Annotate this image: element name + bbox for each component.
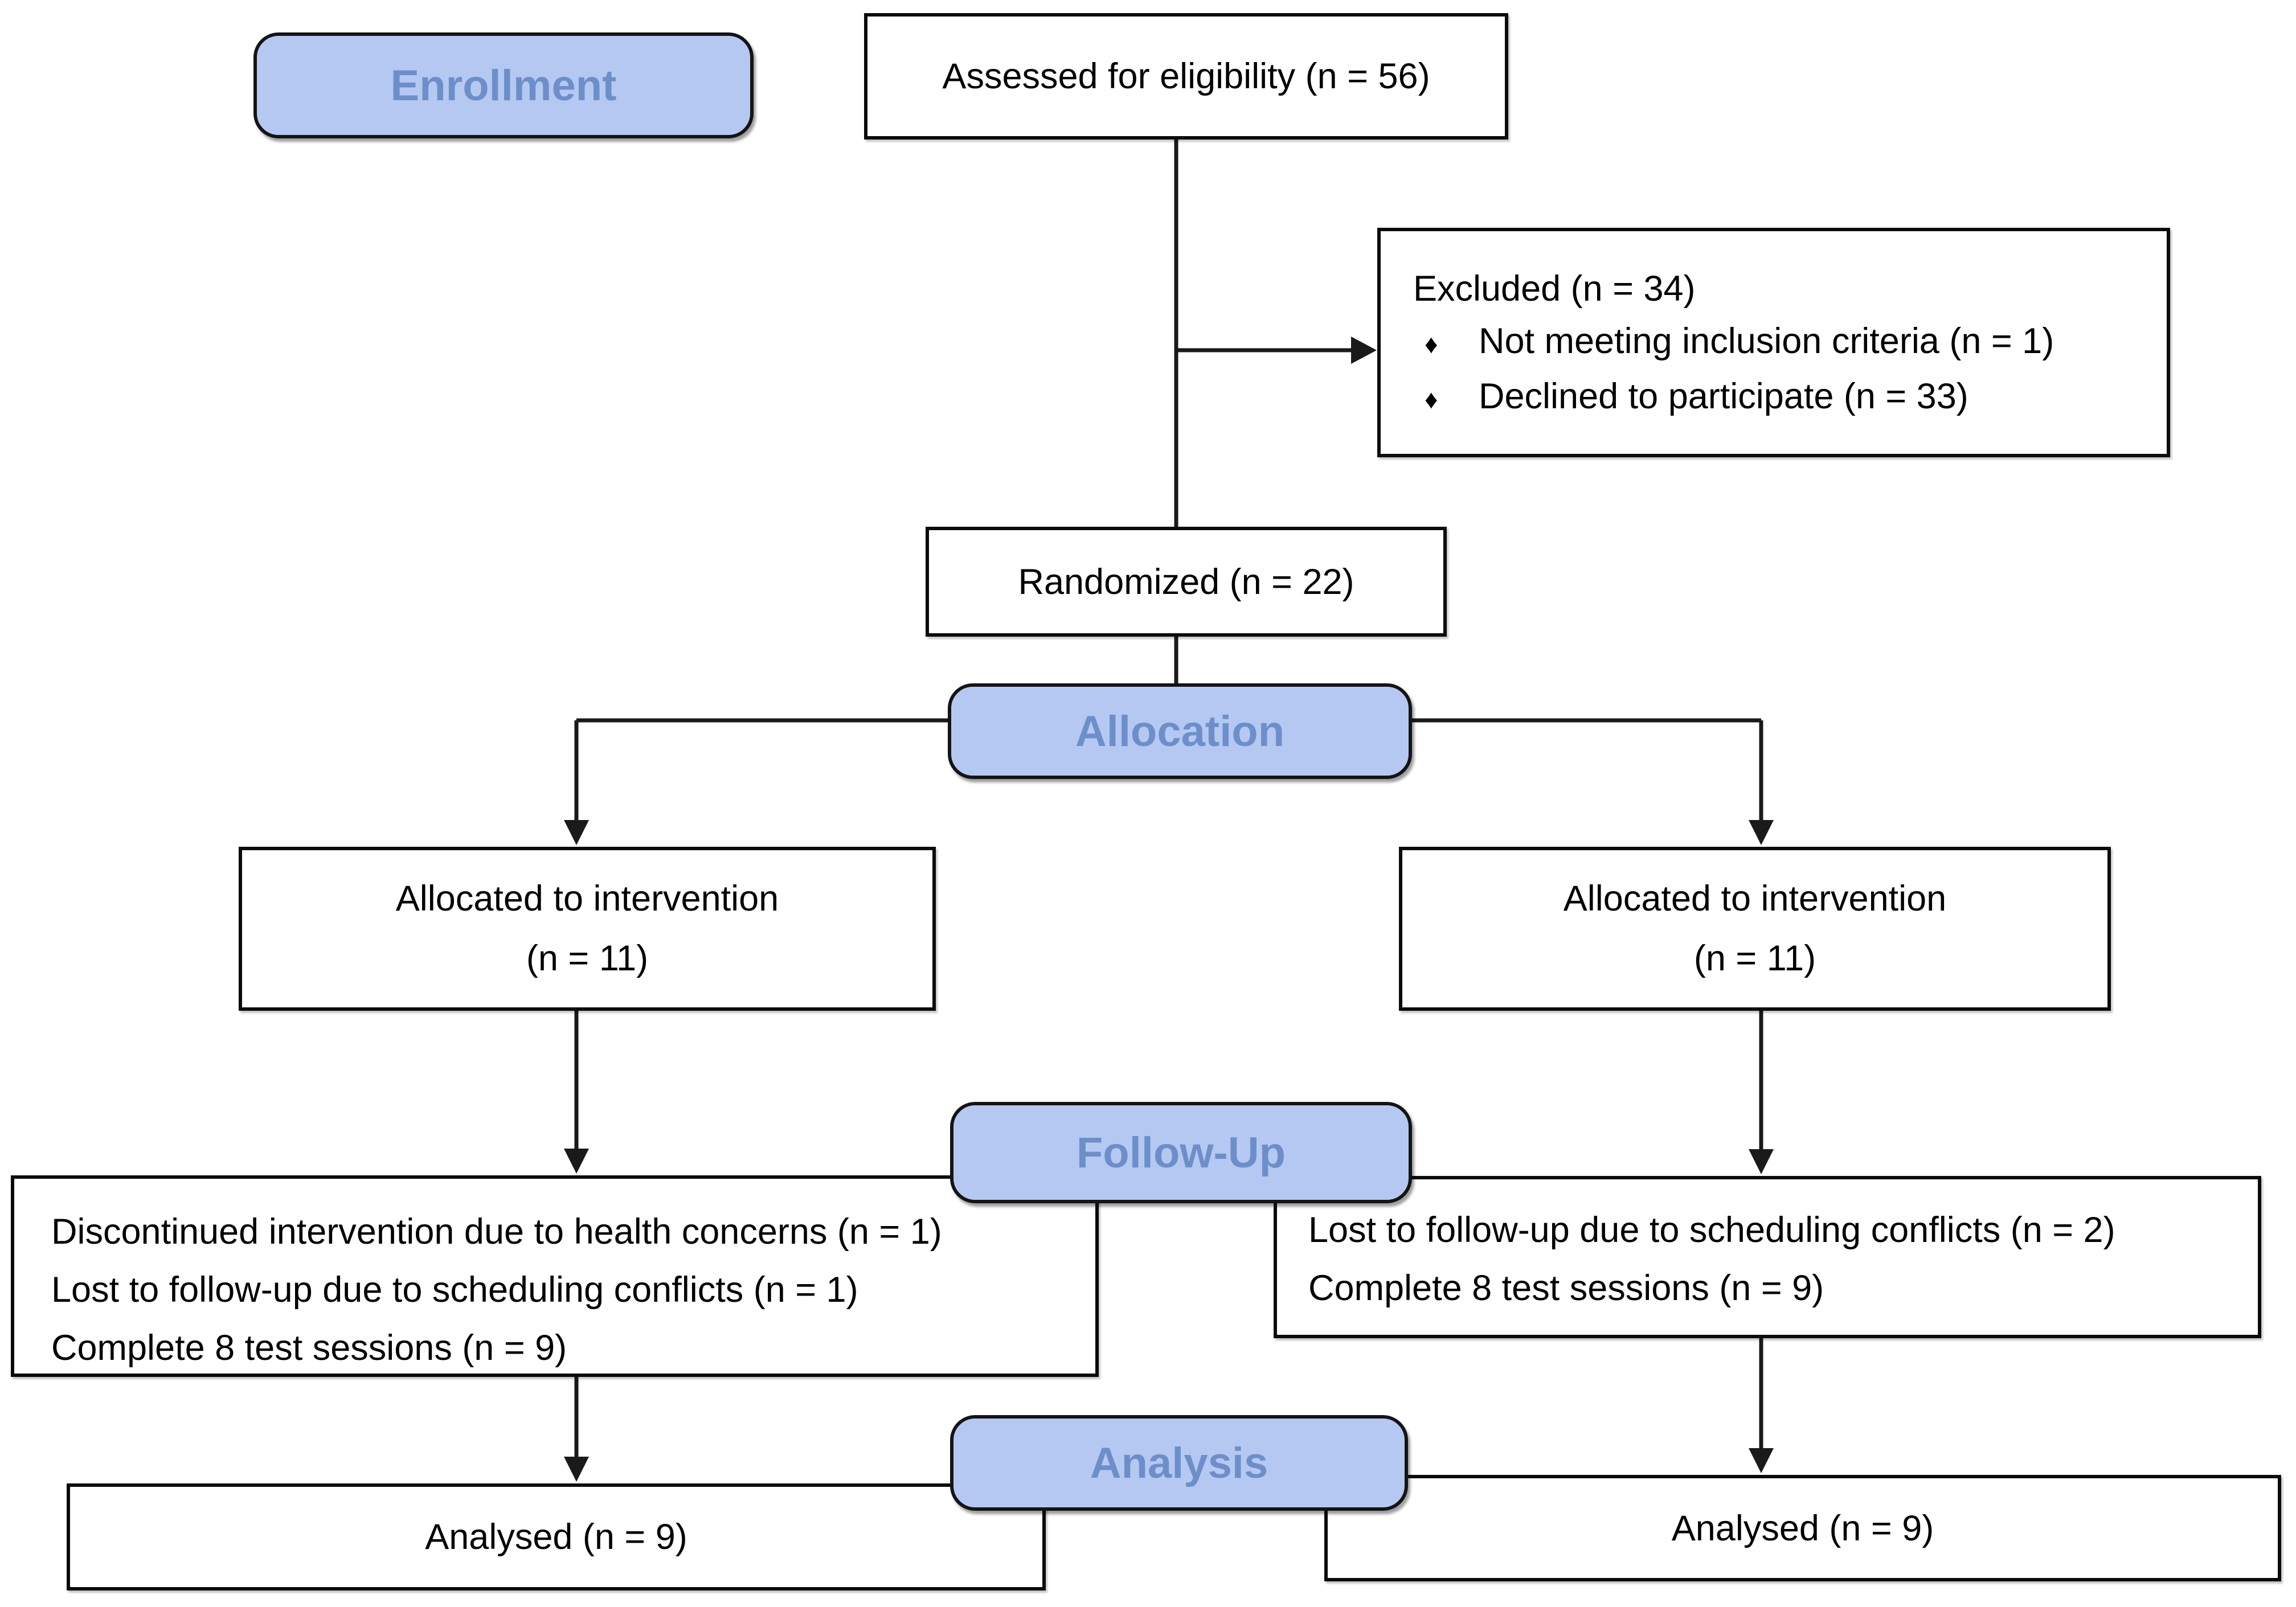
box-randomized: Randomized (n = 22) xyxy=(926,527,1447,637)
arrowhead-allocated-right xyxy=(1749,820,1774,845)
bullet-diamond-icon: ♦ xyxy=(1425,329,1438,359)
box-excluded: Excluded (n = 34) ♦ Not meeting inclusio… xyxy=(1377,228,2170,457)
box-allocated-left: Allocated to intervention (n = 11) xyxy=(239,847,936,1011)
stage-label-allocation: Allocation xyxy=(948,683,1412,779)
allocated-left-line1: Allocated to intervention xyxy=(395,879,779,919)
followup-right-line: Complete 8 test sessions (n = 9) xyxy=(1308,1268,1824,1308)
box-assessed: Assessed for eligibility (n = 56) xyxy=(864,13,1508,140)
box-randomized-text: Randomized (n = 22) xyxy=(1018,561,1354,602)
allocated-right-line1: Allocated to intervention xyxy=(1563,879,1947,919)
bullet-diamond-icon: ♦ xyxy=(1425,384,1438,414)
arrowhead-allocated-left xyxy=(564,820,589,845)
stage-label-enrollment: Enrollment xyxy=(253,32,754,138)
followup-left-line: Complete 8 test sessions (n = 9) xyxy=(51,1328,567,1368)
analysed-right-text: Analysed (n = 9) xyxy=(1671,1508,1934,1548)
excluded-item-text: Not meeting inclusion criteria (n = 1) xyxy=(1479,321,2054,361)
analysed-left-text: Analysed (n = 9) xyxy=(425,1517,687,1557)
excluded-title-text: Excluded (n = 34) xyxy=(1413,269,1696,309)
stage-label-analysis: Analysis xyxy=(950,1415,1408,1511)
box-followup-right: Lost to follow-up due to scheduling conf… xyxy=(1274,1176,2261,1338)
box-allocated-right: Allocated to intervention (n = 11) xyxy=(1399,847,2111,1011)
excluded-item: ♦ Declined to participate (n = 33) xyxy=(1413,370,1968,425)
arrowhead-analysed-right xyxy=(1749,1448,1774,1473)
excluded-item: ♦ Not meeting inclusion criteria (n = 1) xyxy=(1413,315,2054,370)
excluded-item-text: Declined to participate (n = 33) xyxy=(1479,376,1968,416)
arrowhead-followup-left xyxy=(564,1149,589,1174)
allocated-left-line2: (n = 11) xyxy=(526,938,649,978)
followup-left-line: Lost to follow-up due to scheduling conf… xyxy=(51,1270,858,1310)
excluded-title: Excluded (n = 34) xyxy=(1413,263,1696,315)
allocated-right-line2: (n = 11) xyxy=(1693,938,1816,978)
box-analysed-left: Analysed (n = 9) xyxy=(67,1483,1046,1590)
followup-right-line: Lost to follow-up due to scheduling conf… xyxy=(1308,1210,2115,1250)
arrowhead-analysed-left xyxy=(564,1457,589,1482)
followup-left-line: Discontinued intervention due to health … xyxy=(51,1212,942,1252)
arrowhead-followup-right xyxy=(1749,1149,1774,1174)
box-followup-left: Discontinued intervention due to health … xyxy=(11,1175,1099,1377)
stage-label-followup: Follow-Up xyxy=(950,1102,1412,1203)
arrowhead-excluded xyxy=(1351,337,1377,364)
box-assessed-text: Assessed for eligibility (n = 56) xyxy=(942,56,1430,96)
box-analysed-right: Analysed (n = 9) xyxy=(1324,1475,2281,1581)
